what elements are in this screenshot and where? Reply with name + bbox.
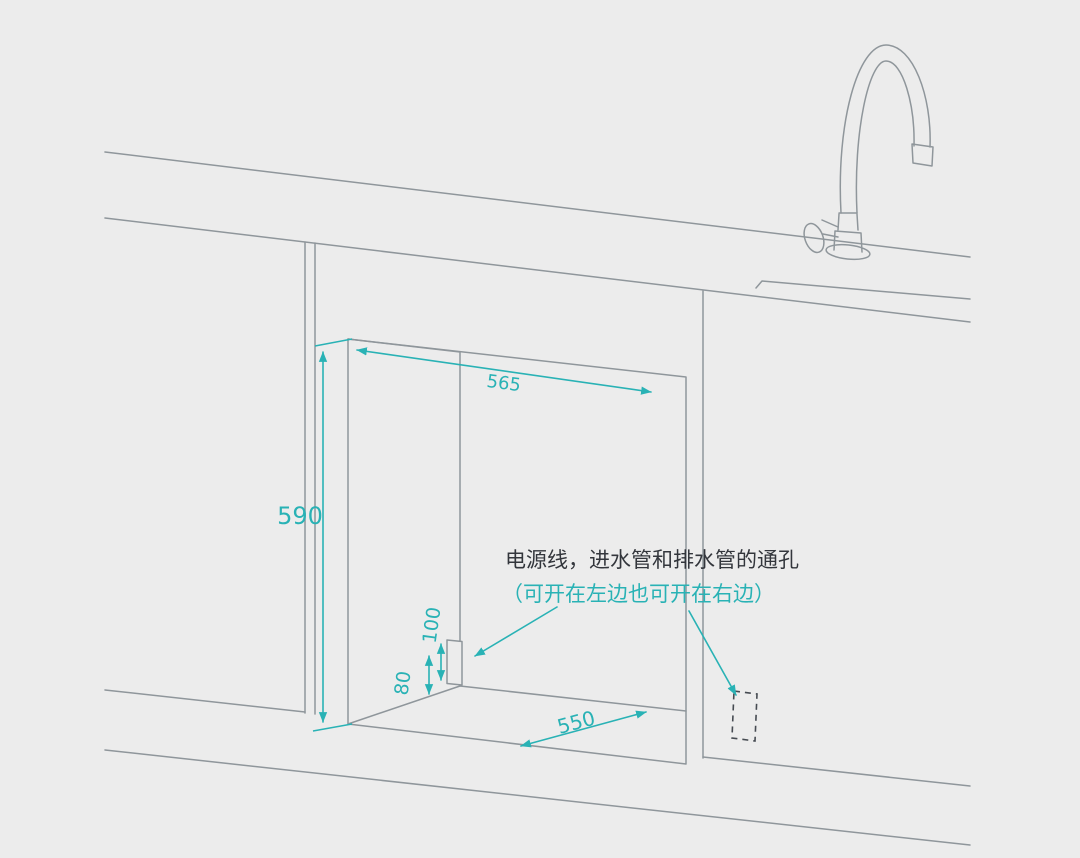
niche-interior xyxy=(347,338,687,725)
faucet-illustration xyxy=(803,44,934,261)
faucet-handle-stem xyxy=(821,219,839,238)
optional-hole-outline xyxy=(731,690,758,742)
floor-line-right xyxy=(702,756,971,787)
annotation-line2: （可开在左边也可开在右边） xyxy=(502,582,775,606)
dimension-80: 80 xyxy=(390,655,434,697)
dimension-550-arrow xyxy=(520,710,647,748)
faucet-neck-outer xyxy=(839,44,931,214)
floor-baseline xyxy=(104,749,971,846)
dimension-550: 550 xyxy=(520,706,647,748)
faucet-neck-inner xyxy=(855,60,915,214)
dimension-100: 100 xyxy=(419,606,446,681)
dimension-590-label: 590 xyxy=(277,502,323,530)
floor-lines xyxy=(104,689,971,846)
dimension-550-label: 550 xyxy=(555,706,598,739)
counter-detail-line xyxy=(755,280,971,300)
countertop-back-edge xyxy=(104,151,971,258)
cabinet-left-stile xyxy=(304,241,316,715)
annotation: 电源线，进水管和排水管的通孔 （可开在左边也可开在右边） xyxy=(474,548,799,696)
dimension-80-label: 80 xyxy=(390,670,415,697)
floor-line-left xyxy=(104,689,306,713)
countertop-front-edge xyxy=(104,217,971,323)
cabinet xyxy=(304,241,704,765)
dimension-100-label: 100 xyxy=(419,606,446,645)
countertop xyxy=(104,151,971,323)
annotation-arrow-left xyxy=(474,606,558,657)
annotation-arrow-right xyxy=(688,610,737,696)
faucet-base xyxy=(825,243,871,261)
annotation-line1: 电源线，进水管和排水管的通孔 xyxy=(505,548,799,572)
faucet-spout xyxy=(911,143,934,167)
dimension-590-ticks xyxy=(312,338,353,732)
faucet-handle-knob xyxy=(803,222,825,254)
faucet-body xyxy=(833,212,863,253)
dimension-565: 565 xyxy=(356,347,652,396)
dimension-565-arrow xyxy=(356,347,652,395)
dimension-565-label: 565 xyxy=(485,371,522,396)
dimension-590: 590 xyxy=(277,338,353,732)
